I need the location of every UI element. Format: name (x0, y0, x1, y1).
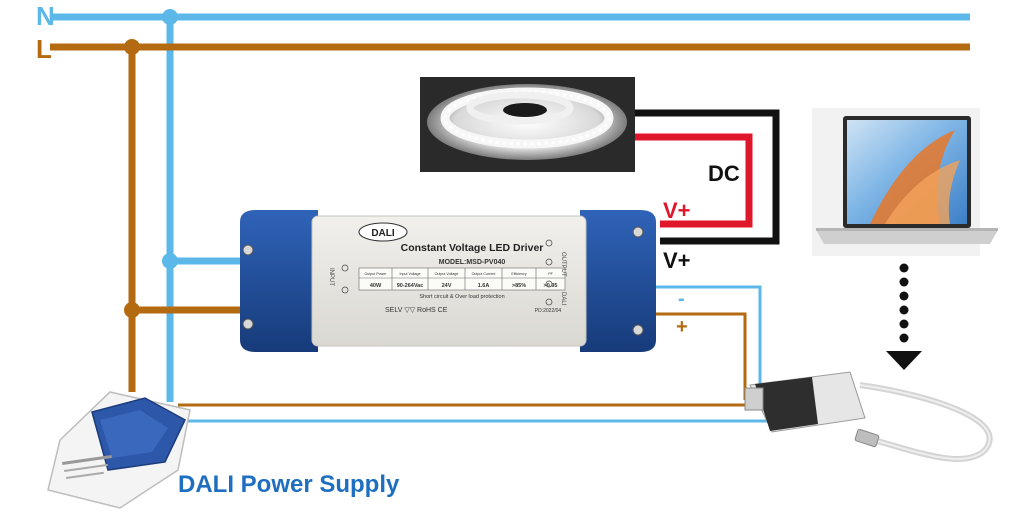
spec-header-cell: Output Voltage (435, 272, 459, 276)
spec-header-cell: PF (548, 272, 553, 276)
live-label: L (36, 34, 52, 64)
dali-power-supply-image (47, 391, 191, 509)
neutral-junction-driver (162, 253, 178, 269)
driver-dali-label: DALI (560, 292, 566, 306)
spec-value-cell: 40W (370, 283, 382, 289)
live-wire (50, 39, 970, 392)
spec-value-cell: 24V (442, 283, 452, 289)
laptop-image (812, 108, 998, 256)
dali-bus-wires (178, 285, 772, 423)
live-junction-driver (124, 302, 140, 318)
spec-value-cell: 1.6A (478, 283, 490, 289)
dali-plus-label: + (676, 316, 688, 338)
spec-header-cell: Efficiency (511, 272, 527, 276)
usb-dali-interface (744, 371, 993, 462)
driver-title: Constant Voltage LED Driver (401, 242, 544, 254)
driver-spec-table: Output Power Input Voltage Output Voltage O… (358, 267, 566, 291)
dali-power-supply-label: DALI Power Supply (178, 471, 400, 498)
neutral-wire (50, 9, 970, 402)
live-junction-top (124, 39, 140, 55)
driver-protection: Short circuit & Over load protection (419, 294, 504, 300)
neutral-junction-top (162, 9, 178, 25)
driver-input-label: INPUT (328, 268, 334, 286)
v-plus-red-label: V+ (663, 198, 691, 223)
dali-minus-label: - (678, 288, 685, 310)
led-driver: DALI Constant Voltage LED Driver MODEL:M… (240, 210, 656, 352)
driver-output-label: OUTPUT (560, 252, 566, 277)
neutral-label: N (36, 1, 55, 31)
spec-header-cell: Output Current (472, 272, 496, 276)
spec-value-cell: >0.95 (544, 283, 558, 289)
driver-marks: SELV ▽▽ RoHS CE (385, 307, 448, 314)
v-plus-black-label: V+ (663, 248, 691, 273)
data-arrow (886, 263, 922, 370)
driver-model: MODEL:MSD-PV040 (439, 259, 506, 266)
led-strip-image (420, 77, 635, 172)
spec-header-cell: Input Voltage (400, 272, 421, 276)
spec-value-cell: >85% (512, 283, 526, 289)
spec-header-cell: Output Power (365, 272, 388, 276)
driver-date: PD:2022/04 (535, 308, 562, 314)
dc-wires (630, 109, 780, 245)
driver-logo: DALI (371, 228, 395, 239)
spec-value-cell: 90-264Vac (397, 283, 424, 289)
dc-label: DC (708, 161, 740, 186)
